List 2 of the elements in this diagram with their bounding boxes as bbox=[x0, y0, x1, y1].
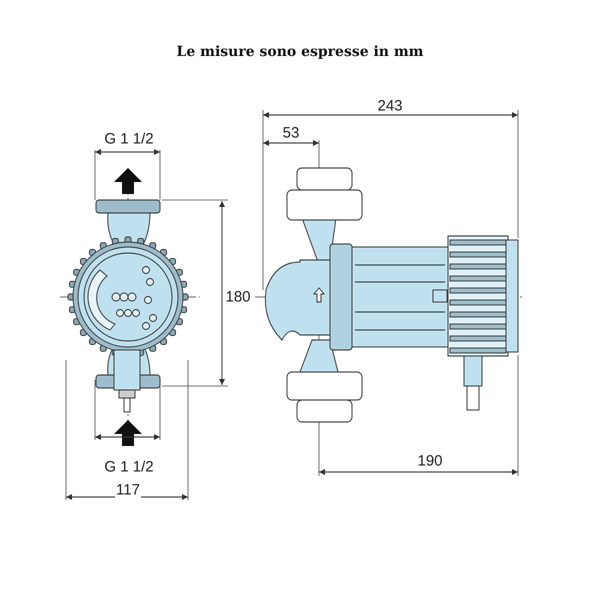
title: Le misure sono espresse in mm bbox=[176, 44, 424, 60]
dimension-label: 117 bbox=[115, 482, 141, 498]
